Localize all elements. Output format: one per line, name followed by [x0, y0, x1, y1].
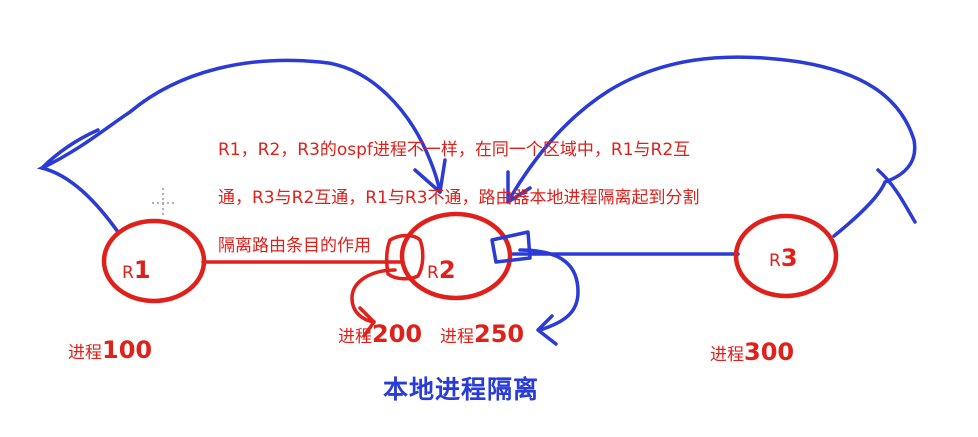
process-word: 进程 — [338, 327, 372, 347]
process-label-r2-left: 进程200 — [338, 320, 422, 348]
annotation-line: R1，R2，R3的ospf进程不一样，在同一个区域中，R1与R2互 — [218, 140, 691, 160]
router-r1-label: R1 — [122, 256, 151, 284]
process-word: 进程 — [710, 345, 744, 365]
arrow-r3-to-r2-head — [506, 170, 532, 204]
process-id: 250 — [474, 320, 525, 348]
router-r2-circle — [399, 211, 513, 301]
r2-right-process-arrow — [518, 248, 580, 332]
process-word: 进程 — [440, 327, 474, 347]
r2-left-interface-box — [384, 233, 425, 281]
process-label-r1: 进程100 — [68, 336, 152, 364]
annotation-line: 隔离路由条目的作用 — [218, 236, 371, 256]
arrow-r3-to-r2 — [506, 55, 917, 238]
process-id: 300 — [744, 338, 795, 366]
arrow-r3-to-r2-tail — [876, 168, 917, 224]
arrow-r1-to-r2-head — [413, 158, 447, 194]
router-number: 2 — [438, 256, 456, 284]
annotation-line: 通，R3与R2互通，R1与R3不通，路由器本地进程隔离起到分割 — [218, 188, 700, 208]
process-word: 进程 — [68, 343, 102, 363]
router-r2-label: R2 — [427, 256, 456, 284]
r2-right-interface-box — [490, 230, 532, 264]
router-prefix: R — [122, 263, 134, 283]
process-label-r3: 进程300 — [710, 338, 794, 366]
router-prefix: R — [769, 251, 781, 271]
diagram-title: 本地进程隔离 — [383, 375, 540, 404]
annotation-text: R1，R2，R3的ospf进程不一样，在同一个区域中，R1与R2互 通，R3与R… — [218, 114, 818, 282]
r2-right-process-arrow-head — [536, 314, 558, 346]
router-number: 3 — [780, 244, 798, 272]
process-id: 200 — [372, 320, 423, 348]
process-id: 100 — [102, 336, 153, 364]
router-r3-circle — [733, 213, 839, 299]
r2-left-process-arrow — [350, 268, 397, 324]
r2-left-process-arrow-head — [358, 306, 376, 338]
router-prefix: R — [427, 263, 439, 283]
router-r3-label: R3 — [769, 244, 798, 272]
arrow-r1-to-r2 — [36, 58, 442, 234]
process-label-r2-right: 进程250 — [440, 320, 524, 348]
router-r1-circle — [101, 218, 207, 304]
arrow-r1-to-r2-tail — [40, 128, 100, 170]
router-number: 1 — [133, 256, 151, 284]
crosshair-cursor-icon — [152, 188, 174, 218]
